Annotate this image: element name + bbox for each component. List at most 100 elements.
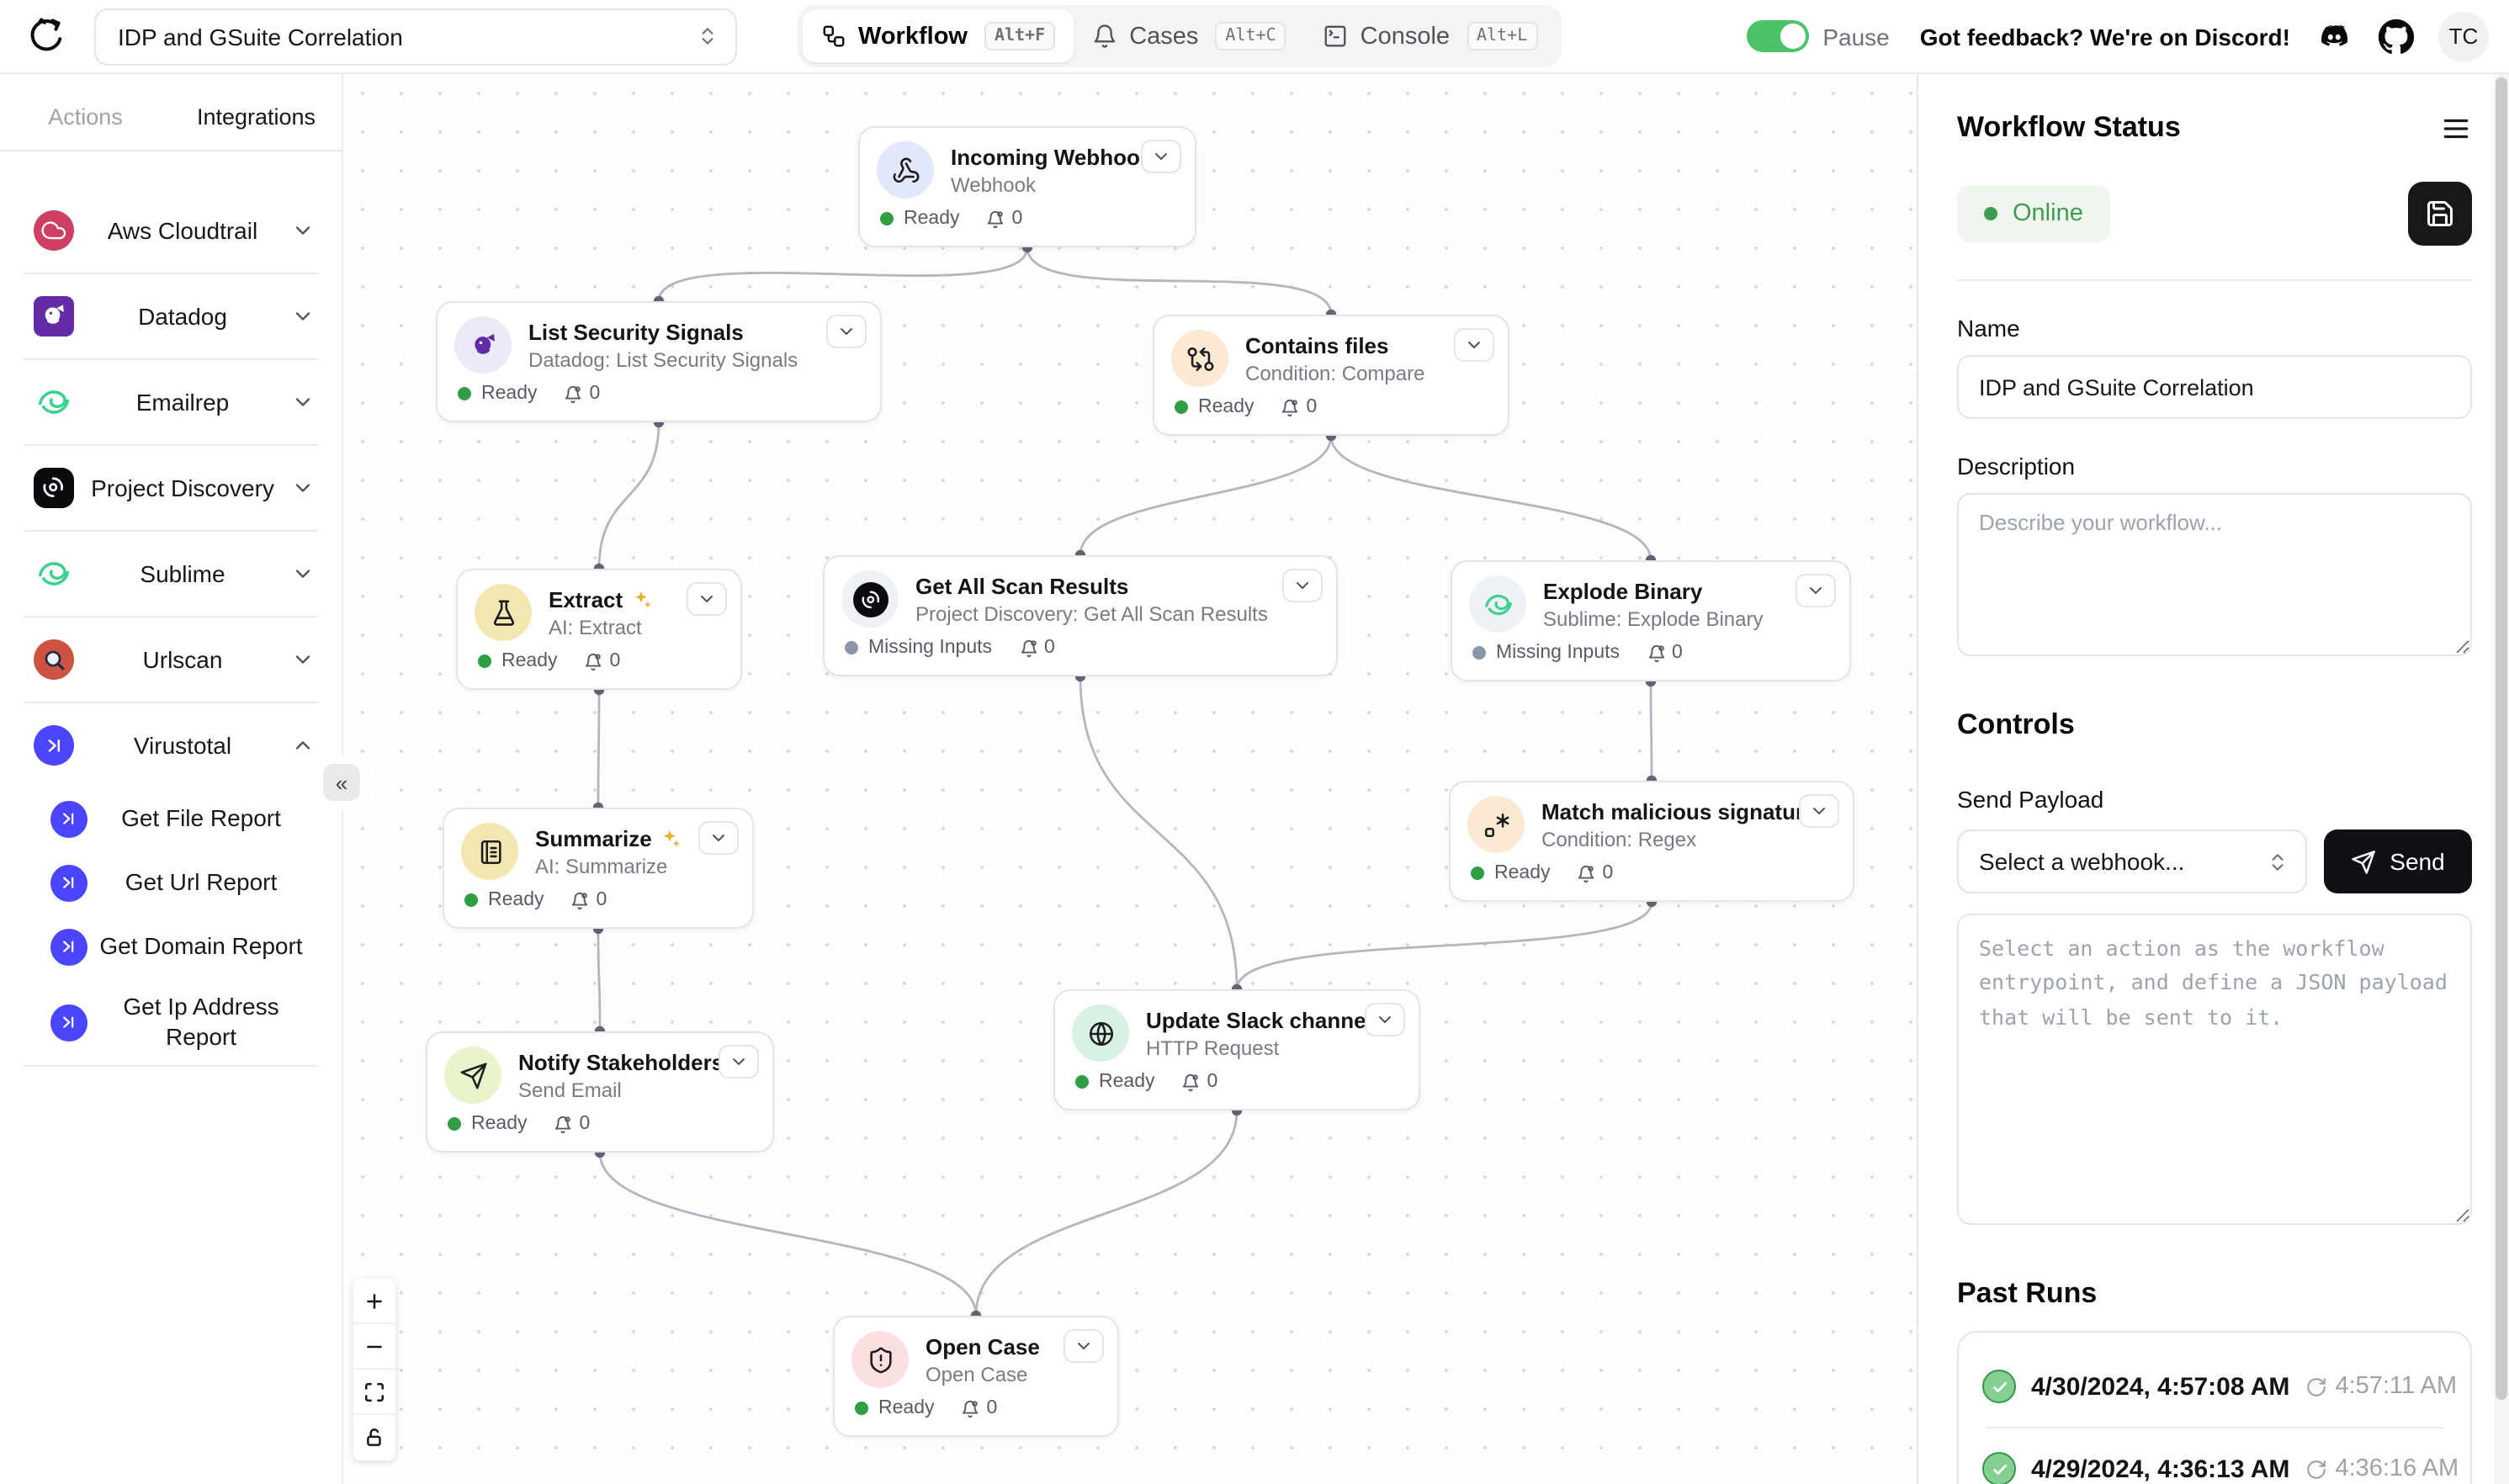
node-header: List Security Signals Datadog: List Secu… <box>454 316 863 374</box>
node-menu-button[interactable] <box>1799 794 1839 828</box>
node-contains-files[interactable]: Contains files Condition: Compare Ready … <box>1153 315 1509 436</box>
run-row[interactable]: 4/29/2024, 4:36:13 AM 4:36:16 AM <box>1959 1428 2470 1484</box>
description-textarea[interactable] <box>1957 493 2472 656</box>
sidebar-item-datadog[interactable]: Datadog <box>24 274 318 358</box>
node-update-slack-channel[interactable]: Update Slack channel HTTP Request Ready … <box>1053 989 1420 1110</box>
sidebar-tab-actions[interactable]: Actions <box>0 91 171 150</box>
sidebar-collapse-button[interactable]: « <box>323 764 360 801</box>
node-explode-binary[interactable]: Explode Binary Sublime: Explode Binary M… <box>1451 560 1851 681</box>
workflow-select[interactable]: IDP and GSuite Correlation <box>94 8 737 65</box>
sidebar-item-project-discovery[interactable]: Project Discovery <box>24 446 318 530</box>
tab-console[interactable]: Console Alt+L <box>1305 10 1557 62</box>
node-menu-button[interactable] <box>1796 574 1836 607</box>
send-button[interactable]: Send <box>2324 829 2472 893</box>
save-button[interactable] <box>2408 182 2472 246</box>
node-open-case[interactable]: Open Case Open Case Ready 0 <box>833 1316 1119 1437</box>
status-dot <box>855 1402 868 1415</box>
bell-icon <box>1182 1073 1201 1091</box>
git-compare-arrows-icon <box>1186 344 1214 373</box>
node-menu-button[interactable] <box>1282 569 1323 602</box>
datadog-icon <box>45 305 65 325</box>
send-payload-label: Send Payload <box>1957 786 2104 813</box>
bell-icon <box>585 652 603 670</box>
status-label: Ready <box>501 651 558 671</box>
run-datetime: 4/30/2024, 4:57:08 AM <box>2031 1372 2290 1401</box>
github-icon[interactable] <box>2378 18 2415 55</box>
node-menu-button[interactable] <box>1454 328 1494 362</box>
urlscan-icon <box>34 639 74 680</box>
node-subtitle: Open Case <box>926 1362 1028 1386</box>
node-header: Incoming Webhook Webhook <box>877 141 1178 199</box>
chevron-down-icon <box>291 562 315 586</box>
chevrons-up-down-icon <box>697 25 719 47</box>
menu-icon[interactable] <box>2440 112 2472 144</box>
node-summarize[interactable]: Summarize AI: Summarize Ready 0 <box>443 808 754 929</box>
bell-icon <box>987 209 1005 228</box>
payload-textarea[interactable] <box>1957 914 2472 1225</box>
webhook-select[interactable]: Select a webhook... <box>1957 829 2307 893</box>
node-menu-button[interactable] <box>698 821 739 855</box>
node-get-all-scan-results[interactable]: Get All Scan Results Project Discovery: … <box>823 555 1338 676</box>
zoom-out-button[interactable] <box>353 1324 395 1370</box>
workflow-canvas[interactable]: Incoming Webhook Webhook Ready 0 List Se… <box>343 74 1917 1484</box>
tab-shortcut: Alt+F <box>984 22 1056 50</box>
node-incoming-webhook[interactable]: Incoming Webhook Webhook Ready 0 <box>858 126 1196 247</box>
sidebar-tab-integrations[interactable]: Integrations <box>171 91 342 150</box>
user-avatar[interactable]: TC <box>2438 11 2489 61</box>
sidebar-item-aws-cloudtrail[interactable]: Aws Cloudtrail <box>24 188 318 273</box>
discord-icon[interactable] <box>2315 18 2353 55</box>
integration-label: Urlscan <box>142 645 223 673</box>
status-badge-label: Online <box>2013 200 2083 227</box>
node-list-security-signals[interactable]: List Security Signals Datadog: List Secu… <box>436 301 882 422</box>
sparkles-icon <box>635 590 651 607</box>
sidebar-item-emailrep[interactable]: Emailrep <box>24 360 318 444</box>
notification-count: 0 <box>1281 397 1317 417</box>
status-dot <box>478 655 491 668</box>
status-label: Missing Inputs <box>1496 643 1621 663</box>
node-menu-button[interactable] <box>1141 140 1181 173</box>
node-status: Ready 0 <box>461 890 735 910</box>
lock-button[interactable] <box>353 1415 395 1460</box>
refresh-icon <box>2305 1458 2326 1480</box>
sidebar-item-get-file-report[interactable]: Get File Report <box>24 787 318 851</box>
square-terminal-icon <box>1323 24 1349 49</box>
node-status: Ready 0 <box>444 1114 756 1134</box>
tab-workflow[interactable]: Workflow Alt+F <box>803 10 1074 62</box>
sidebar-item-urlscan[interactable]: Urlscan <box>24 617 318 702</box>
toggle-knob <box>1780 24 1806 49</box>
zoom-in-button[interactable] <box>353 1279 395 1324</box>
status-label: Ready <box>471 1114 528 1134</box>
refresh-icon <box>2305 1375 2326 1397</box>
topbar-right: Pause Got feedback? We're on Discord! TC <box>1747 11 2509 61</box>
sidebar-item-virustotal[interactable]: Virustotal <box>24 703 318 787</box>
fit-view-button[interactable] <box>353 1370 395 1415</box>
tab-label: Workflow <box>858 23 968 50</box>
sidebar-item-get-url-report[interactable]: Get Url Report <box>24 851 318 915</box>
node-match-malicious-signatures[interactable]: Match malicious signatures Condition: Re… <box>1449 781 1854 902</box>
swirl-icon <box>38 390 70 414</box>
status-label: Ready <box>878 1398 935 1418</box>
name-input[interactable] <box>1957 355 2472 419</box>
node-notify-stakeholders[interactable]: Notify Stakeholders Send Email Ready 0 <box>426 1031 774 1153</box>
node-title: Update Slack channel <box>1146 1007 1372 1032</box>
scrollbar-thumb[interactable] <box>2496 77 2507 1400</box>
node-subtitle: HTTP Request <box>1146 1036 1280 1059</box>
sidebar-item-get-ip-address-report[interactable]: Get Ip Address Report <box>24 979 318 1065</box>
pause-toggle[interactable] <box>1747 20 1810 52</box>
node-menu-button[interactable] <box>719 1045 759 1079</box>
node-menu-button[interactable] <box>1064 1329 1104 1363</box>
node-menu-button[interactable] <box>1365 1003 1405 1036</box>
node-icon <box>454 316 512 374</box>
regex-icon <box>1482 810 1510 839</box>
node-menu-button[interactable] <box>826 315 867 348</box>
node-icon <box>1171 330 1228 387</box>
tab-cases[interactable]: Cases Alt+C <box>1074 10 1304 62</box>
sidebar-item-get-domain-report[interactable]: Get Domain Report <box>24 915 318 979</box>
sidebar-item-sublime[interactable]: Sublime <box>24 532 318 616</box>
bell-icon <box>1019 639 1037 657</box>
controls-title: Controls <box>1957 708 2075 740</box>
node-menu-button[interactable] <box>687 582 727 616</box>
node-extract[interactable]: Extract AI: Extract Ready 0 <box>456 569 742 690</box>
run-row[interactable]: 4/30/2024, 4:57:08 AM 4:57:11 AM <box>1959 1346 2470 1427</box>
